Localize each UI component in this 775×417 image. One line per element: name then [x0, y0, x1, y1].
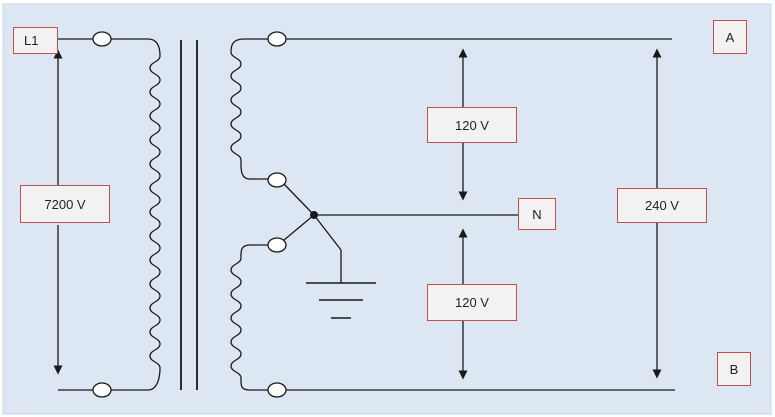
terminal-secondary-center-lower: [267, 237, 287, 253]
terminal-secondary-bottom: [267, 382, 287, 398]
terminal-primary-top: [92, 31, 112, 47]
terminal-secondary-center-upper: [267, 172, 287, 188]
label-primary-voltage: 7200 V: [20, 185, 110, 223]
lower-secondary-winding: [230, 244, 268, 391]
primary-winding: [147, 38, 161, 391]
ground-wire: [313, 214, 342, 251]
label-neutral: N: [518, 198, 556, 230]
center-junction-dot: [310, 211, 318, 219]
center-tap-lower: [283, 214, 315, 241]
label-lower-voltage: 120 V: [427, 284, 517, 321]
label-total-voltage: 240 V: [617, 188, 707, 223]
ground-symbol: [306, 282, 376, 319]
terminal-secondary-top: [267, 31, 287, 47]
label-upper-voltage: 120 V: [427, 107, 517, 143]
label-terminal-b: B: [717, 352, 751, 386]
label-l1: L1: [13, 27, 58, 54]
upper-secondary-winding: [230, 38, 268, 180]
label-terminal-a: A: [713, 20, 747, 54]
terminal-primary-bottom: [92, 382, 112, 398]
center-tap-upper: [283, 183, 315, 216]
